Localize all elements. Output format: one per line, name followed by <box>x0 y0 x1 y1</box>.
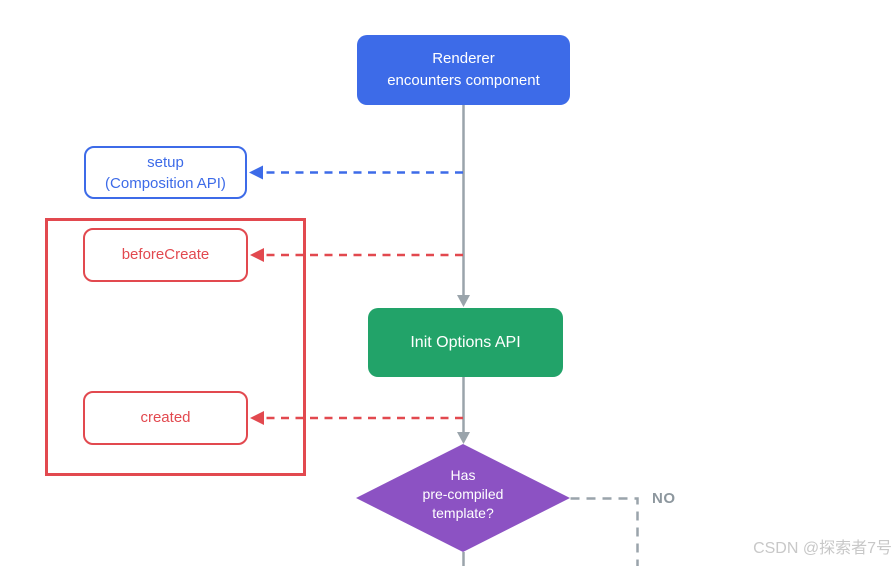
csdn-watermark: CSDN @探索者7号 <box>753 540 892 557</box>
arrowhead-into-init <box>457 295 470 307</box>
node-before-create: beforeCreate <box>83 228 248 282</box>
options-api-hooks-group <box>45 218 306 476</box>
node-init-options-api: Init Options API <box>368 308 563 377</box>
arrowhead-into-decision <box>457 432 470 444</box>
node-created: created <box>83 391 248 445</box>
arrowhead-into-setup <box>249 165 263 180</box>
node-setup-composition-api: setup (Composition API) <box>84 146 247 199</box>
edge-label-no: NO <box>652 490 676 507</box>
node-renderer-encounters-component: Renderer encounters component <box>357 35 570 105</box>
decision-diamond-label: Has pre-compiled template? <box>422 467 504 521</box>
connector-no-branch-dashed <box>570 497 639 566</box>
